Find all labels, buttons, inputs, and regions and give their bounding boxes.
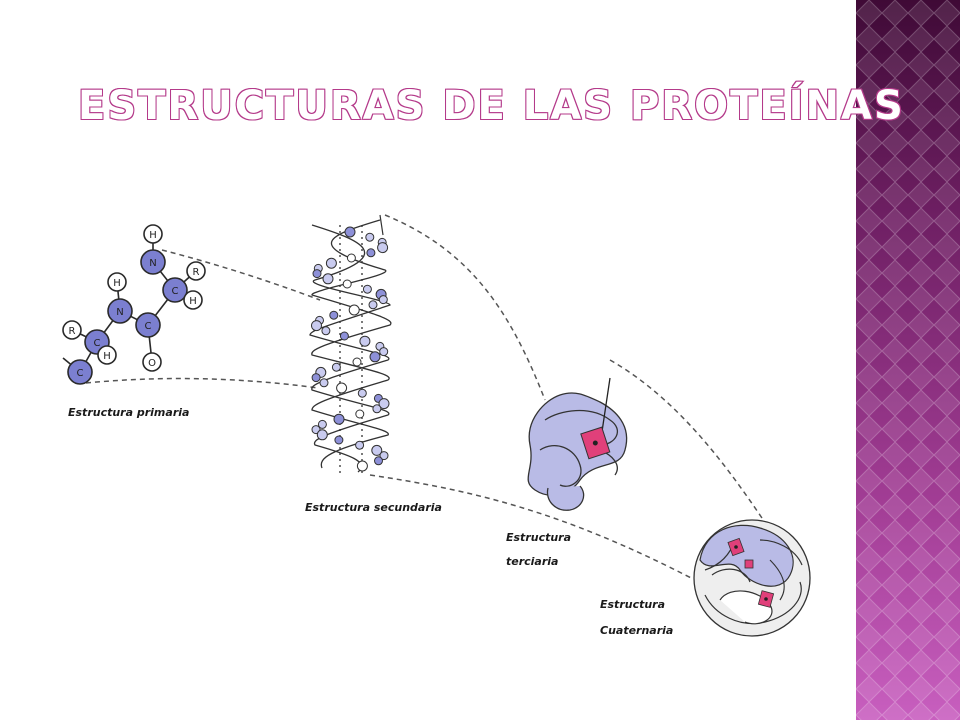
atom-c: C: [162, 277, 188, 303]
helix-bead: [374, 456, 383, 466]
atom-h: H: [143, 224, 163, 244]
svg-text:H: H: [103, 351, 111, 362]
helix-bead: [371, 444, 383, 456]
label-tertiary-line2: terciaria: [506, 555, 559, 568]
svg-text:N: N: [116, 307, 123, 318]
helix-bead: [342, 279, 352, 289]
heme-group: [580, 426, 611, 460]
svg-text:H: H: [113, 278, 121, 289]
helix-bead: [316, 429, 328, 441]
helix-bead: [368, 300, 378, 310]
helix-bead: [344, 226, 356, 238]
atom-r: R: [186, 261, 206, 281]
label-primary-structure: Estructura primaria: [68, 406, 190, 419]
helix-bead: [369, 351, 381, 363]
helix-bead: [356, 460, 368, 472]
helix-bead: [336, 382, 348, 394]
svg-text:O: O: [148, 358, 156, 369]
label-quaternary-line1: Estructura: [600, 598, 666, 611]
slide-title: ESTRUCTURAS DE LAS PROTEÍNAS: [77, 82, 905, 130]
primary-structure-molecule: H N R C H H N C R C H O C: [62, 224, 206, 385]
atom-n: N: [107, 298, 133, 324]
atom-h: H: [97, 345, 117, 365]
atom-c: C: [135, 312, 161, 338]
helix-bead: [311, 320, 322, 332]
helix-bead: [379, 451, 389, 461]
svg-text:C: C: [145, 321, 152, 332]
helix-bead: [346, 253, 356, 263]
helix-bead: [311, 373, 321, 383]
helix-bead: [322, 273, 334, 285]
svg-text:C: C: [94, 338, 101, 349]
label-quaternary-line2: Cuaternaria: [600, 624, 674, 637]
helix-bead: [321, 326, 331, 336]
helix-bead: [355, 440, 365, 450]
helix-bead: [372, 404, 382, 414]
decorative-side-panel: [856, 0, 960, 720]
helix-bead: [348, 304, 360, 316]
svg-text:C: C: [172, 286, 179, 297]
helix-beads: [311, 226, 390, 472]
helix-bead: [377, 242, 389, 254]
atom-n: N: [140, 249, 166, 275]
tertiary-structure-fold: [527, 377, 628, 511]
svg-text:H: H: [149, 230, 157, 241]
svg-text:R: R: [193, 267, 200, 278]
helix-bead: [339, 331, 349, 341]
helix-bead: [355, 409, 365, 419]
label-tertiary-line1: Estructura: [506, 531, 572, 544]
atom-h: H: [183, 290, 203, 310]
quaternary-structure-complex: [693, 519, 811, 637]
helix-bead: [379, 347, 389, 357]
atom-h: H: [107, 272, 127, 292]
svg-text:R: R: [69, 326, 76, 337]
svg-text:H: H: [189, 296, 197, 307]
helix-bead: [319, 378, 329, 388]
helix-bead: [312, 269, 322, 279]
protein-structure-diagram: H N R C H H N C R C H O C: [62, 214, 811, 637]
helix-bead: [357, 388, 367, 398]
helix-bead: [366, 248, 376, 258]
atom-o: O: [142, 352, 162, 372]
helix-bead: [325, 257, 337, 269]
atom-r: R: [62, 320, 82, 340]
atom-c: C: [67, 359, 93, 385]
helix-bead: [334, 435, 344, 445]
helix-bead: [378, 295, 388, 305]
label-secondary-structure: Estructura secundaria: [305, 501, 442, 514]
helix-bead: [362, 284, 372, 294]
helix-bead: [378, 398, 390, 410]
helix-bead: [365, 232, 375, 242]
svg-text:N: N: [149, 258, 156, 269]
helix-bead: [317, 419, 327, 429]
helix-bead: [329, 310, 339, 320]
helix-bead: [333, 413, 345, 425]
helix-bead: [359, 335, 371, 347]
helix-bead: [331, 362, 341, 372]
svg-text:C: C: [77, 368, 84, 379]
dashed-connectors: [85, 214, 771, 581]
helix-bead: [352, 357, 362, 367]
